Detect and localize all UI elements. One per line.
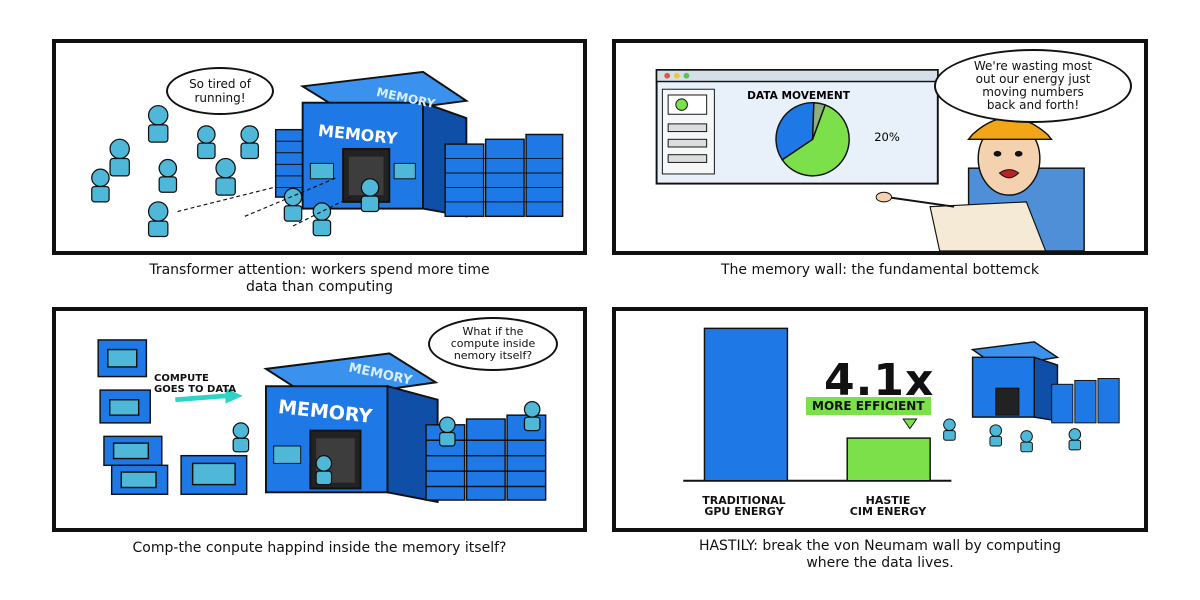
speech-bubble: So tired of running! [166,67,274,115]
pie-slice [811,101,827,140]
panel-compute-in-memory: COMPUTE GOES TO DATA What if the compute… [52,307,587,532]
robot-workers [943,418,1082,453]
memory-building-icon [970,341,1060,422]
presentation-scene: DATA MOVEMENT 20% [655,69,1085,251]
chart-title: DATA MOVEMENT [747,90,851,102]
robot-workers [91,104,380,238]
caption-panel-2: The memory wall: the fundamental bottemc… [612,262,1148,279]
caption-text: Transformer attention: workers spend mor… [149,262,490,295]
caption-panel-3: Comp-the conpute happind inside the memo… [52,540,587,557]
pie-slice [781,103,850,177]
memory-building-scene [91,70,564,238]
compute-cube-icons [97,339,248,495]
caption-panel-1: Transformer attention: workers spend mor… [52,262,587,296]
server-stack-icon [444,133,564,218]
speech-bubble-text: We're wasting most out our energy just m… [973,59,1093,112]
bar-cim-energy [846,437,931,482]
speech-bubble: What if the compute inside nemory itself… [428,317,558,371]
bar-gpu-energy [703,327,789,482]
pie-annotation: 20% [874,130,900,144]
bar-chart [683,327,952,482]
memory-building-icon [263,352,439,504]
pie-chart [775,101,850,177]
compute-scene [97,339,547,504]
caption-text: The memory wall: the fundamental bottemc… [721,262,1039,278]
compute-goes-to-data-label: COMPUTE GOES TO DATA [154,373,237,395]
speech-bubble-text: What if the compute inside nemory itself… [450,325,536,362]
panel-memory-wall: DATA MOVEMENT 20% We're wasting most out… [612,39,1148,255]
window-dot-icon [673,72,680,79]
speech-bubble: We're wasting most out our energy just m… [934,49,1132,123]
energy-bar-chart [683,327,1120,482]
bar-label-cim: HASTIE CIM ENERGY [849,494,927,518]
panel-transformer-attention: So tired of running! MEMORY MEMORY [52,39,587,255]
server-stack-icon [1051,378,1120,424]
bar-label-gpu: TRADITIONAL GPU ENERGY [702,494,786,518]
speech-bubble-text: So tired of running! [189,77,251,105]
caption-text: Comp-the conpute happind inside the memo… [132,540,507,556]
caption-panel-4: HASTILY: break the von Neumam wall by co… [612,538,1148,572]
robot-workers [232,401,541,486]
motion-lines [177,177,352,227]
more-efficient-badge: MORE EFFICIENT [806,397,931,415]
caption-text: HASTILY: break the von Neumam wall by co… [698,538,1062,571]
engineer-figure [875,116,1085,251]
down-arrow-icon [902,418,918,430]
pie-slice [775,102,815,161]
blueprint-icon [929,201,1047,251]
window-dot-icon [664,72,671,79]
mini-pie-icon [675,98,688,111]
window-dot-icon [683,72,690,79]
panel-efficiency: 4.1x MORE EFFICIENT TRADITIONAL GPU ENER… [612,307,1148,532]
